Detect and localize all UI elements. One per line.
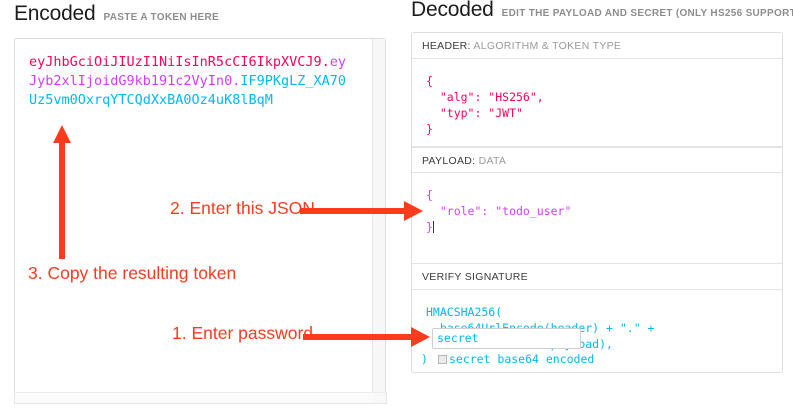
encoded-heading: Encoded PASTE A TOKEN HERE bbox=[14, 2, 219, 26]
arrow-head bbox=[411, 327, 430, 347]
encoded-subtitle: PASTE A TOKEN HERE bbox=[103, 12, 219, 23]
payload-json-text: { "role": "todo_user" } bbox=[426, 188, 572, 234]
encoded-horizontal-scrollbar-thumb[interactable] bbox=[15, 393, 373, 403]
base64-encoded-label[interactable]: secret base64 encoded bbox=[448, 352, 595, 366]
encoded-vertical-scrollbar[interactable] bbox=[372, 39, 385, 395]
arrow-head bbox=[53, 125, 71, 143]
arrow-shaft bbox=[59, 141, 65, 259]
payload-section-label-key: PAYLOAD: bbox=[422, 155, 476, 167]
decoded-title: Decoded bbox=[411, 0, 494, 21]
header-section-label-key: HEADER: bbox=[422, 40, 471, 52]
signature-closing-row: ) secret base64 encoded bbox=[421, 351, 594, 367]
header-json-editor[interactable]: { "alg": "HS256", "typ": "JWT" } bbox=[412, 59, 782, 147]
text-caret bbox=[432, 221, 434, 233]
token-dot-2: . bbox=[232, 73, 241, 89]
header-section-label: HEADER: ALGORITHM & TOKEN TYPE bbox=[412, 33, 782, 59]
token-payload-segment: eyJyb2xlIjoidG9kb191c2VyIn0 bbox=[29, 54, 347, 89]
decoded-subtitle: EDIT THE PAYLOAD AND SECRET (ONLY HS256 … bbox=[501, 8, 793, 19]
token-header-segment: eyJhbGciOiJIUzI1NiIsInR5cCI6IkpXVCJ9 bbox=[29, 54, 322, 70]
header-section-label-value: ALGORITHM & TOKEN TYPE bbox=[473, 40, 622, 52]
decoded-panel: HEADER: ALGORITHM & TOKEN TYPE { "alg": … bbox=[411, 32, 783, 373]
secret-input[interactable]: secret bbox=[432, 328, 581, 349]
token-dot-1: . bbox=[321, 54, 330, 70]
payload-section-label-value: DATA bbox=[478, 155, 507, 167]
arrow-shaft bbox=[300, 208, 406, 214]
encoded-title: Encoded bbox=[14, 2, 96, 25]
payload-section-label: PAYLOAD: DATA bbox=[412, 147, 782, 173]
annotation-step-1: 1. Enter password bbox=[172, 323, 314, 343]
arrow-head bbox=[404, 201, 423, 221]
payload-json-editor[interactable]: { "role": "todo_user" } bbox=[412, 173, 782, 264]
signature-closing-paren: ) bbox=[421, 352, 428, 366]
token-signature-segment: IF9PKgLZ_XA70Uz5vm0OxrqYTCQdXxBA0Oz4uK8l… bbox=[29, 73, 347, 108]
encoded-token-text[interactable]: eyJhbGciOiJIUzI1NiIsInR5cCI6IkpXVCJ9.eyJ… bbox=[29, 53, 351, 110]
arrow-shaft bbox=[303, 334, 413, 340]
decoded-heading: Decoded EDIT THE PAYLOAD AND SECRET (ONLY… bbox=[411, 0, 793, 22]
verify-signature-section-label: VERIFY SIGNATURE bbox=[412, 264, 782, 290]
annotation-step-2: 2. Enter this JSON bbox=[170, 198, 315, 218]
verify-signature-label-key: VERIFY SIGNATURE bbox=[422, 271, 528, 283]
annotation-step-3: 3. Copy the resulting token bbox=[28, 263, 237, 283]
base64-encoded-checkbox[interactable] bbox=[437, 355, 447, 364]
encoded-horizontal-scrollbar[interactable] bbox=[14, 392, 387, 404]
encoded-token-textarea[interactable]: eyJhbGciOiJIUzI1NiIsInR5cCI6IkpXVCJ9.eyJ… bbox=[14, 38, 386, 396]
